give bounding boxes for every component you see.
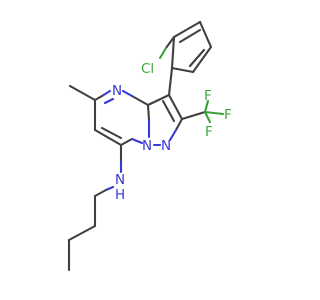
structure-diagram: Cl F F F N N N N H (67, 20, 232, 272)
bond (170, 66, 195, 74)
chlorine-label: Cl (141, 61, 154, 77)
bond-cl (158, 46, 168, 60)
bond (178, 28, 202, 44)
bond (93, 128, 123, 147)
bond-n (121, 89, 134, 98)
bond-f (203, 99, 210, 114)
pyrazole-nitrogen-label: N (161, 138, 171, 154)
fluorine-label-bottom: F (205, 124, 213, 140)
bond-n (103, 97, 115, 105)
bond (188, 48, 206, 68)
bond (170, 35, 176, 70)
amine-nitrogen-label: N (115, 172, 125, 188)
bond (180, 110, 207, 121)
bonds (67, 20, 225, 272)
bond-n (100, 89, 112, 98)
bridgehead-nitrogen-label: N (142, 138, 152, 154)
bond (191, 45, 213, 74)
bond-f (203, 110, 225, 116)
bond-n (104, 185, 115, 192)
atom-labels: Cl F F F N N N N H (112, 61, 232, 203)
amine-hydrogen-label: H (115, 187, 125, 203)
fluorine-label-right: F (224, 107, 232, 123)
bond (167, 93, 184, 121)
bond (93, 188, 108, 198)
bond (130, 94, 150, 107)
bond (67, 224, 97, 242)
bond (100, 126, 123, 140)
bond-n (130, 137, 144, 145)
bond (167, 66, 174, 97)
bond (164, 35, 176, 50)
pyrimidine-nitrogen-label: N (112, 83, 122, 99)
bond (174, 117, 184, 132)
bond (93, 94, 104, 102)
fluorine-label-top: F (204, 88, 212, 104)
bond (68, 84, 97, 102)
bond (146, 93, 171, 107)
bond (146, 103, 151, 122)
molecule-canvas: Cl F F F N N N N H (67, 20, 232, 272)
bond (172, 20, 202, 39)
bond-f (203, 110, 212, 124)
bond (161, 99, 176, 123)
bond (198, 20, 213, 49)
bond-n (168, 128, 178, 142)
bond (119, 137, 134, 147)
